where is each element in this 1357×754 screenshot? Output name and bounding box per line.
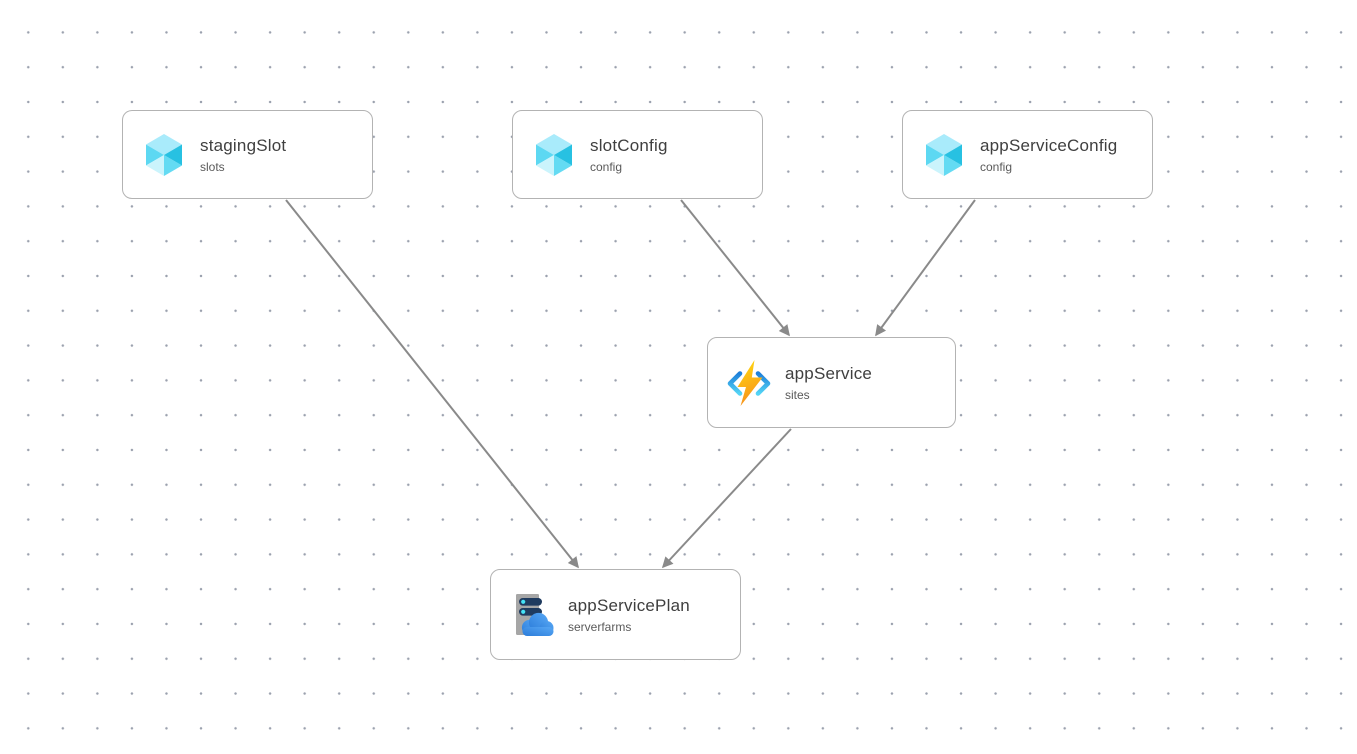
node-title: appServicePlan (568, 595, 690, 615)
node-subtitle: config (980, 159, 1013, 174)
node-title: appServiceConfig (980, 135, 1118, 155)
app-service-plan-icon (508, 591, 556, 639)
node-title: stagingSlot (200, 135, 287, 155)
node-stagingSlot[interactable]: stagingSlot slots (122, 110, 373, 199)
edge-stagingSlot-to-appServicePlan (285, 199, 579, 569)
edge-appService-to-appServicePlan (661, 428, 792, 569)
node-subtitle: config (590, 159, 623, 174)
edge-slotConfig-to-appService (680, 199, 790, 337)
node-slotConfig[interactable]: slotConfig config (512, 110, 763, 199)
node-subtitle: slots (200, 159, 225, 174)
node-appServiceConfig[interactable]: appServiceConfig config (902, 110, 1153, 199)
node-title: appService (785, 363, 873, 383)
resource-cube-icon (140, 131, 188, 179)
node-appServicePlan[interactable]: appServicePlan serverfarms (490, 569, 741, 660)
resource-cube-icon (920, 131, 968, 179)
node-subtitle: serverfarms (568, 619, 632, 634)
app-service-icon (725, 359, 773, 407)
node-title: slotConfig (590, 135, 668, 155)
node-subtitle: sites (785, 387, 810, 402)
edge-appServiceConfig-to-appService (875, 199, 976, 337)
resource-cube-icon (530, 131, 578, 179)
node-appService[interactable]: appService sites (707, 337, 956, 428)
